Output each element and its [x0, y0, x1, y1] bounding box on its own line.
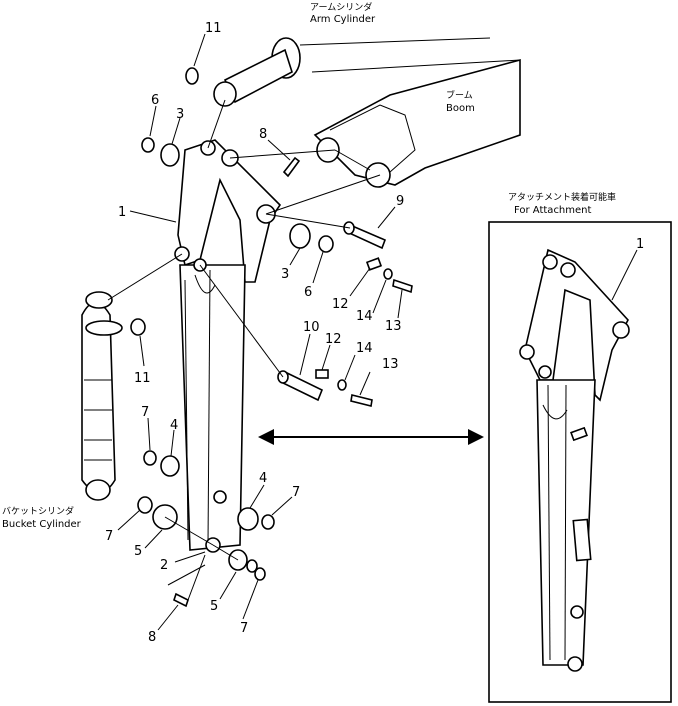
attachment-inset [488, 221, 672, 703]
assembly-lines [107, 99, 381, 601]
callout-14-lower: 14 [356, 341, 373, 356]
arm-cylinder [213, 37, 521, 107]
callout-5-right: 5 [210, 599, 218, 614]
callout-1-inset: 1 [636, 237, 644, 252]
callout-8-top: 8 [259, 127, 267, 142]
callout-10: 10 [303, 320, 320, 335]
callout-7-right: 7 [292, 485, 300, 500]
callout-9: 9 [396, 194, 404, 209]
small-parts [130, 67, 413, 608]
boom-label-en: Boom [446, 103, 475, 114]
bucket-cylinder-label-jp: バケットシリンダ [2, 505, 74, 517]
arm-main [174, 139, 282, 553]
callout-11-left: 11 [134, 371, 151, 386]
callout-12-lower: 12 [325, 332, 342, 347]
text-labels: アームシリンダ Arm Cylinder ブーム Boom バケットシリンダ B… [2, 1, 616, 530]
callout-6-right: 6 [304, 285, 312, 300]
callout-2: 2 [160, 558, 168, 573]
callout-13-upper: 13 [385, 319, 402, 334]
callout-3-top: 3 [176, 107, 184, 122]
callout-1: 1 [118, 205, 126, 220]
double-arrow [258, 429, 484, 445]
bucket-cylinder-label-en: Bucket Cylinder [2, 519, 82, 530]
arm-cylinder-label-jp: アームシリンダ [310, 1, 372, 13]
callout-5-left: 5 [134, 544, 142, 559]
callout-7-left: 7 [141, 405, 149, 420]
boom [313, 58, 521, 188]
callout-leaders [117, 33, 403, 631]
callout-14-upper: 14 [356, 309, 373, 324]
callout-6-top: 6 [151, 93, 159, 108]
callout-7-bottom-right: 7 [240, 621, 248, 636]
callout-11-top: 11 [205, 21, 222, 36]
callout-8-bottom: 8 [148, 630, 156, 645]
callout-12-upper: 12 [332, 297, 349, 312]
bucket-cylinder [81, 291, 123, 501]
callout-13-lower: 13 [382, 357, 399, 372]
callout-4-left: 4 [170, 418, 178, 433]
callout-7-bottom-left: 7 [105, 529, 113, 544]
callout-numbers: 11 6 3 8 1 9 3 6 12 14 13 10 12 14 13 11… [105, 21, 644, 645]
callout-4-right: 4 [259, 471, 267, 486]
callout-3-right: 3 [281, 267, 289, 282]
attachment-label-jp: アタッチメント装着可能車 [508, 191, 616, 203]
boom-label-jp: ブーム [446, 89, 473, 101]
attachment-label-en: For Attachment [514, 205, 592, 216]
arm-cylinder-label-en: Arm Cylinder [310, 14, 376, 25]
